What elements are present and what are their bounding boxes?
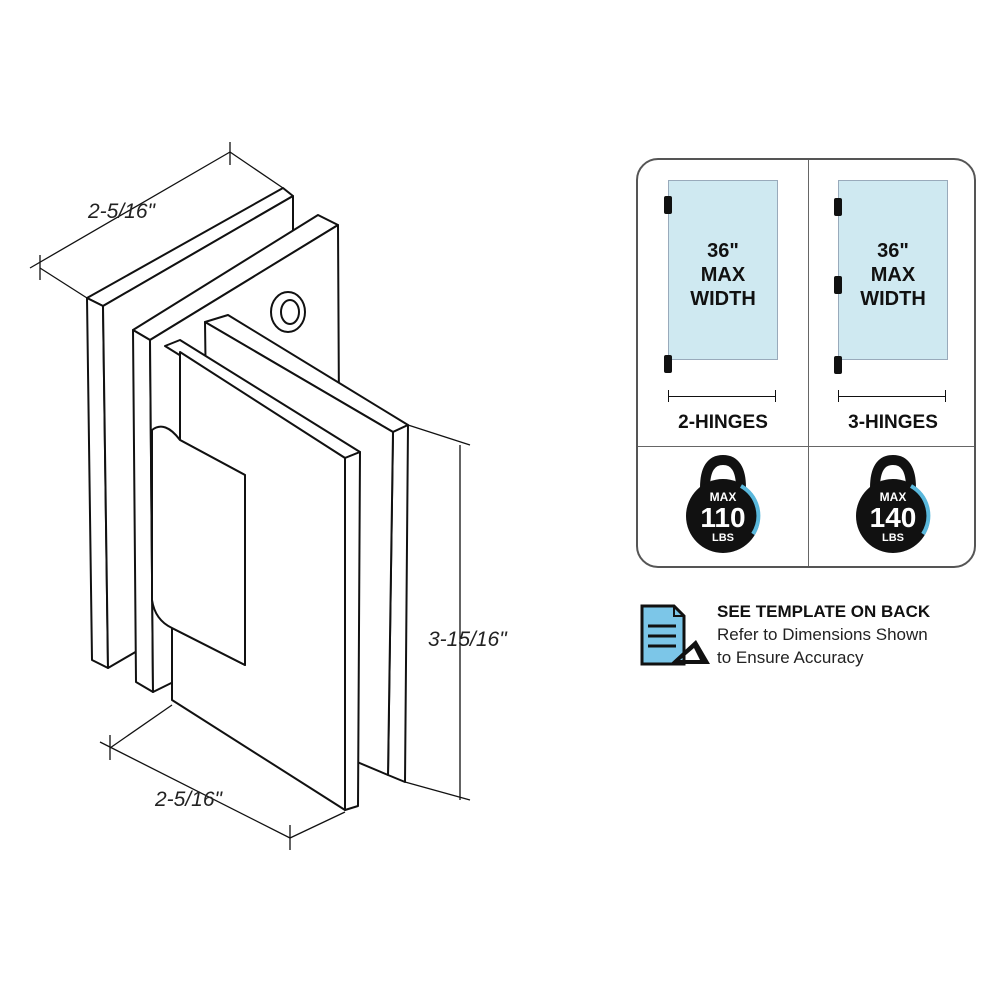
- weight-icon-140: MAX 140 LBS: [853, 454, 933, 554]
- weight-unit: LBS: [712, 532, 734, 544]
- glass-width-label: WIDTH: [860, 288, 926, 310]
- hinge-icon: [834, 276, 842, 294]
- hinge-icon: [834, 198, 842, 216]
- row-divider: [638, 446, 974, 447]
- column-divider: [808, 160, 809, 566]
- weight-max: MAX: [879, 490, 907, 504]
- glass-width: 36": [877, 240, 909, 262]
- hinge-icon: [664, 196, 672, 214]
- width-arrow: [838, 390, 946, 402]
- document-with-triangle-ruler-icon: [640, 604, 710, 666]
- hinges-label: 3-HINGES: [848, 412, 938, 433]
- mount-hole-inner: [280, 299, 300, 325]
- glass-max: MAX: [870, 264, 916, 286]
- hinge-icon: [834, 356, 842, 374]
- top-width-dimension: 2-5/16": [88, 200, 155, 223]
- width-arrow: [668, 390, 776, 402]
- weight-icon-110: MAX 110 LBS: [683, 454, 763, 554]
- weight-max: MAX: [709, 490, 737, 504]
- height-dimension: 3-15/16": [428, 628, 507, 651]
- front-plate-edge: [344, 451, 361, 811]
- template-title: SEE TEMPLATE ON BACK: [717, 602, 931, 621]
- glass-max: MAX: [700, 264, 746, 286]
- hinges-label: 2-HINGES: [678, 412, 768, 433]
- weight-value: 140: [869, 502, 917, 533]
- dimension-lines: [29, 142, 471, 850]
- hinge-barrel: [151, 425, 246, 666]
- weight-unit: LBS: [882, 532, 904, 544]
- hinge-icon: [664, 355, 672, 373]
- bottom-width-dimension: 2-5/16": [155, 788, 222, 811]
- template-line-1: Refer to Dimensions Shown: [717, 625, 928, 644]
- hinge-drawing: [29, 142, 471, 850]
- glass-width: 36": [707, 240, 739, 262]
- glass-width-label: WIDTH: [690, 288, 756, 310]
- template-note: SEE TEMPLATE ON BACK Refer to Dimensions…: [640, 602, 980, 672]
- weight-value: 110: [700, 502, 746, 533]
- template-line-2: to Ensure Accuracy: [717, 648, 864, 667]
